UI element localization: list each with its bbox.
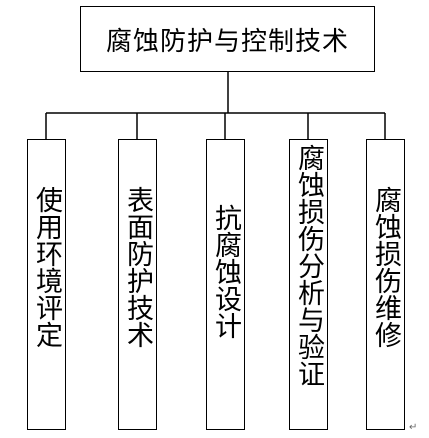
child-node-damage-analysis: 腐蚀损伤分析与验证 <box>289 139 328 430</box>
child-node-label: 腐蚀损伤维修 <box>370 186 401 348</box>
root-node-label: 腐蚀防护与控制技术 <box>105 26 349 57</box>
paragraph-mark-icon: ↵ <box>409 422 418 433</box>
child-node-damage-repair: 腐蚀损伤维修 <box>366 139 405 430</box>
child-node-label: 腐蚀损伤分析与验证 <box>293 144 324 387</box>
child-node-usage-environment: 使用环境评定 <box>27 139 66 430</box>
child-node-label: 抗腐蚀设计 <box>210 204 241 339</box>
child-node-anticorrosion-design: 抗腐蚀设计 <box>206 139 245 430</box>
child-node-label: 使用环境评定 <box>31 186 62 348</box>
root-node: 腐蚀防护与控制技术 <box>80 6 375 72</box>
child-node-surface-protection: 表面防护技术 <box>118 139 157 430</box>
child-node-label: 表面防护技术 <box>122 186 153 348</box>
